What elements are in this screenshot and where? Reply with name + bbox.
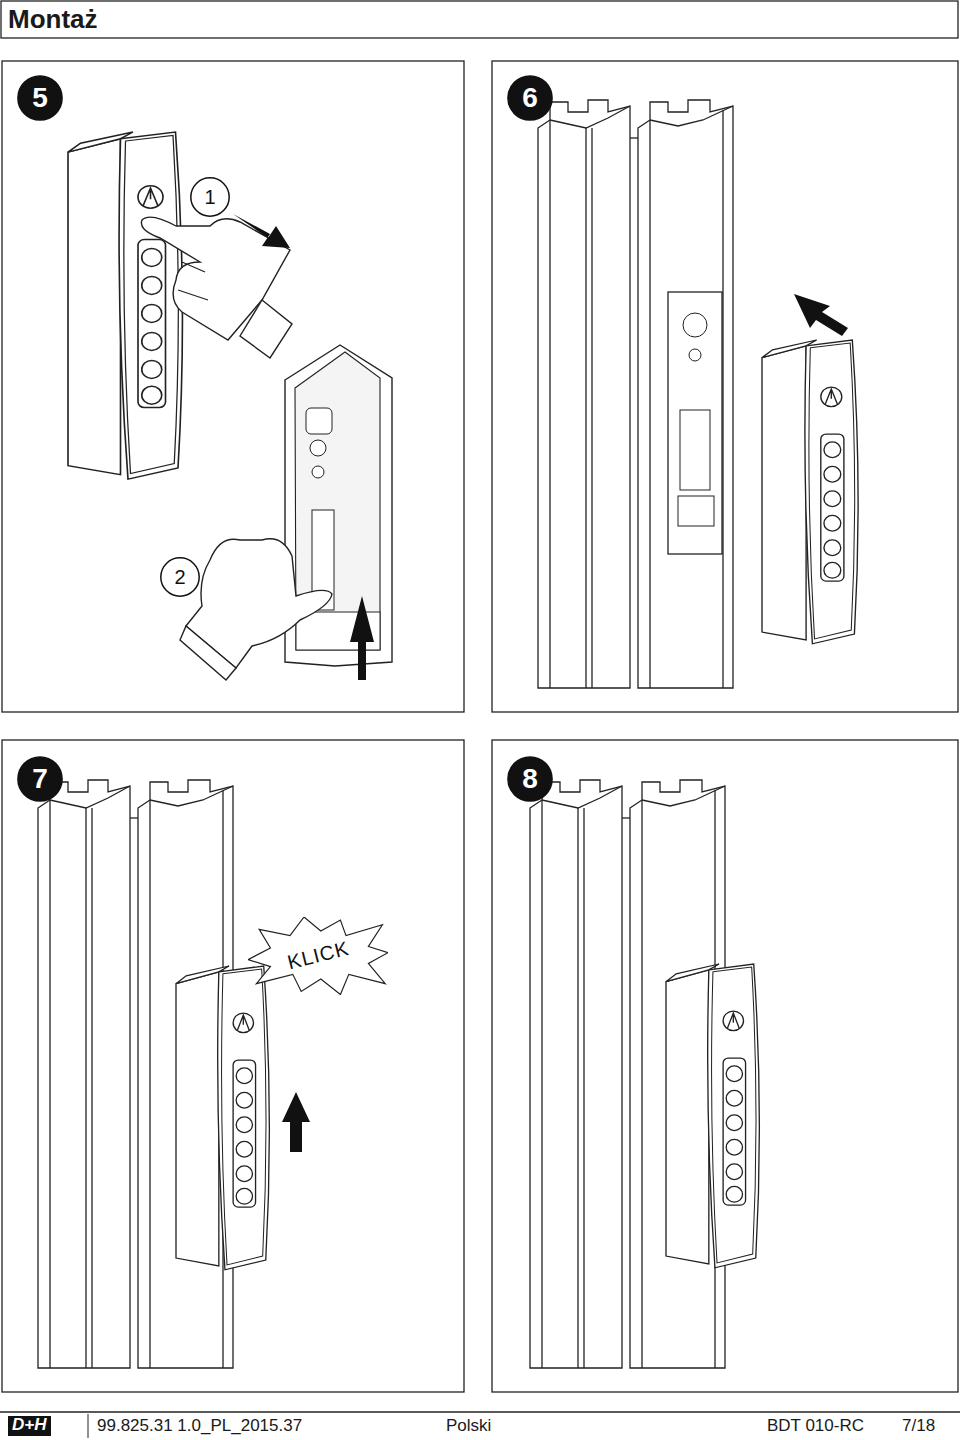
callout-number: 6	[522, 82, 538, 114]
outline-shape	[508, 757, 552, 801]
callout-number: 1	[204, 186, 215, 209]
outline-shape	[248, 917, 388, 995]
callout-number: 8	[522, 763, 538, 795]
language-label: Polski	[446, 1416, 491, 1436]
sound-starburst: KLICK	[248, 917, 388, 995]
document-number: 99.825.31 1.0_PL_2015.37	[97, 1416, 302, 1436]
outline-shape	[161, 558, 199, 596]
step-number-circle: 6	[507, 75, 553, 121]
step-number-circle: 8	[507, 756, 553, 802]
outline-shape	[191, 178, 229, 216]
callout-number: 7	[32, 763, 48, 795]
step-number-circle: 1	[190, 177, 230, 217]
outline-shape	[508, 76, 552, 120]
step-number-circle: 5	[17, 75, 63, 121]
step-number-circle: 2	[160, 557, 200, 597]
page-title: Montaż	[8, 4, 98, 35]
step-number-circle: 7	[17, 756, 63, 802]
product-code: BDT 010-RC	[767, 1416, 864, 1436]
callout-number: 5	[32, 82, 48, 114]
callout-number: 2	[174, 566, 185, 589]
outline-shape	[18, 76, 62, 120]
page-number: 7/18	[902, 1416, 935, 1436]
brand-logo: D+H	[12, 1415, 46, 1435]
outline-shape	[18, 757, 62, 801]
